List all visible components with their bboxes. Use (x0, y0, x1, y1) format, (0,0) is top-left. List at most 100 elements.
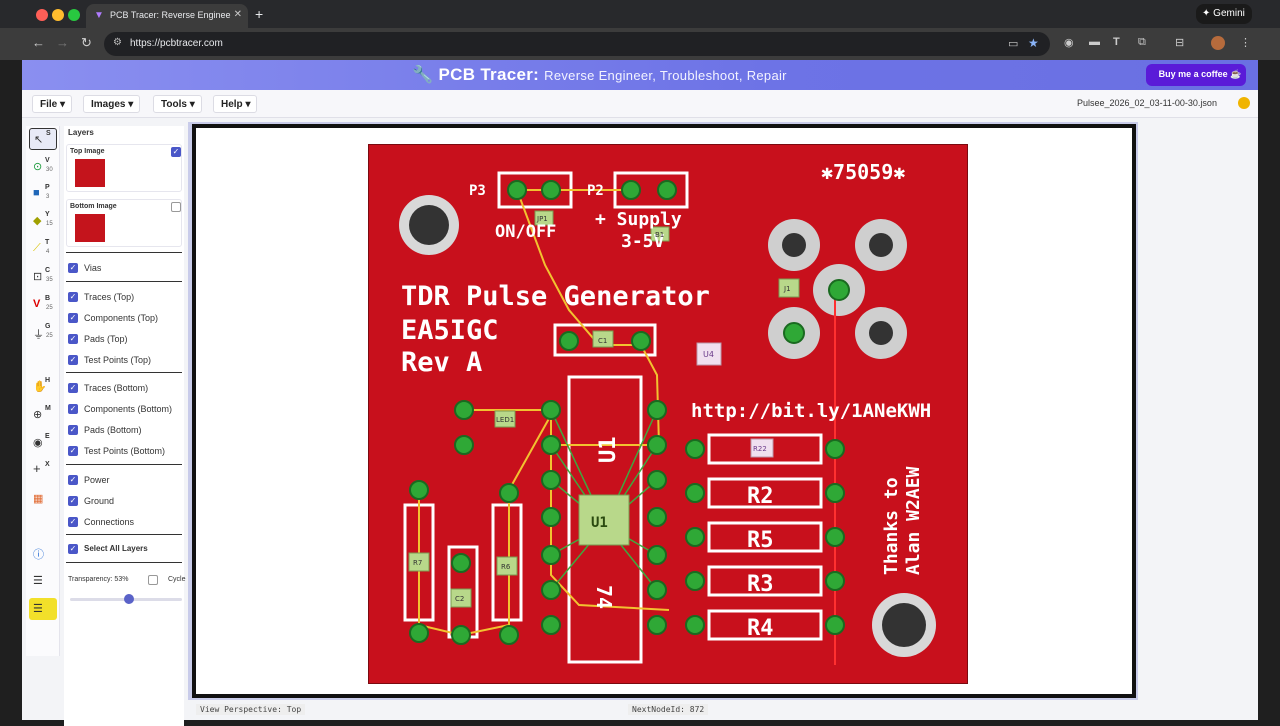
site-info-icon[interactable]: ⚙ (113, 37, 122, 48)
reload-icon[interactable]: ↻ (81, 35, 92, 50)
layer-checkbox[interactable]: ✓ (68, 404, 78, 414)
layer-checkbox[interactable]: ✓ (68, 496, 78, 506)
select-all-label: Select All Layers (84, 544, 148, 553)
layer-checkbox[interactable]: ✓ (68, 313, 78, 323)
pcb-canvas-area[interactable]: ✱75059✱ P3 P2 ON/OFF + Supply 3-5V TDR P… (188, 122, 1138, 700)
tool-key: M (45, 405, 51, 412)
bottom-image-card[interactable]: Bottom Image (66, 199, 182, 247)
profile-avatar[interactable] (1211, 36, 1225, 50)
close-tab-icon[interactable]: ✕ (233, 9, 242, 20)
pad (499, 625, 519, 645)
close-window-button[interactable] (36, 9, 48, 21)
layer-checkbox[interactable]: ✓ (68, 446, 78, 456)
list-icon: ☰ (33, 575, 43, 587)
select-tool[interactable]: ↖S (29, 128, 57, 150)
transparency-slider[interactable] (70, 594, 182, 604)
pan-tool[interactable]: ✋H (29, 376, 57, 398)
pad (657, 180, 677, 200)
app-header: 🔧 PCB Tracer: Reverse Engineer, Troubles… (22, 60, 1258, 90)
pad-icon: ■ (33, 187, 40, 199)
page-icon[interactable]: ▭ (1008, 38, 1019, 50)
pcb-u1-label: U1 (591, 515, 608, 531)
top-image-card[interactable]: Top Image ✓ (66, 144, 182, 192)
menu-file[interactable]: File ▾ (32, 95, 73, 113)
info-icon: ⓘ (33, 549, 44, 561)
forward-icon[interactable]: → (56, 35, 69, 50)
crosshair-tool[interactable]: +X (29, 460, 57, 482)
pad (685, 527, 705, 547)
bottom-image-checkbox[interactable] (171, 202, 181, 212)
pad (541, 615, 561, 635)
pcb-title-3: Rev A (401, 347, 482, 378)
minimize-window-button[interactable] (52, 9, 64, 21)
bookmark-star-icon[interactable]: ★ (1028, 36, 1039, 50)
layer-checkbox[interactable]: ✓ (68, 334, 78, 344)
menu-images[interactable]: Images ▾ (83, 95, 141, 113)
back-icon[interactable]: ← (32, 35, 45, 50)
slider-knob[interactable] (124, 594, 135, 604)
buy-coffee-button[interactable]: Buy me a coffee ☕ (1146, 64, 1246, 86)
divider (66, 252, 182, 253)
layer-label: Pads (Bottom) (84, 425, 142, 435)
magnify-tool[interactable]: ⊕M (29, 404, 57, 426)
pcb-canvas[interactable]: ✱75059✱ P3 P2 ON/OFF + Supply 3-5V TDR P… (192, 124, 1136, 698)
app-title-main: PCB Tracer: (438, 65, 540, 84)
new-tab-button[interactable]: + (255, 6, 264, 22)
pad (783, 322, 805, 344)
info-tool[interactable]: ⓘ (29, 542, 57, 564)
layer-checkbox[interactable]: ✓ (68, 263, 78, 273)
layer-checkbox[interactable]: ✓ (68, 355, 78, 365)
diamond-icon: ◆ (33, 215, 42, 227)
tool-key: E (45, 433, 50, 440)
layer-checkbox[interactable]: ✓ (68, 383, 78, 393)
layer-label: Traces (Top) (84, 292, 135, 302)
list-tool[interactable]: ☰ (29, 570, 57, 592)
tab-title: PCB Tracer: Reverse Enginee (110, 10, 231, 20)
crosshair-icon: + (33, 461, 41, 476)
cycle-checkbox[interactable] (148, 575, 158, 585)
label-j1: J1 (783, 285, 791, 293)
pad (631, 331, 651, 351)
pcb-p2: P2 (587, 183, 604, 199)
cycle-label: Cycle (168, 576, 186, 583)
notes-tool[interactable]: ☰ (29, 598, 57, 620)
pad (541, 507, 561, 527)
label-b1: B1 (655, 231, 664, 239)
pad (541, 580, 561, 600)
extension-icon-2[interactable]: ▬ (1089, 36, 1100, 48)
menu-dots-icon[interactable]: ⋮ (1240, 37, 1251, 49)
menu-help[interactable]: Help ▾ (213, 95, 258, 113)
maximize-window-button[interactable] (68, 9, 80, 21)
menu-tools[interactable]: Tools ▾ (153, 95, 202, 113)
layer-checkbox[interactable]: ✓ (68, 517, 78, 527)
eye-tool[interactable]: ◉E (29, 432, 57, 454)
resistor-outline (707, 609, 823, 641)
j1-marker (778, 278, 800, 298)
layer-checkbox[interactable]: ✓ (68, 475, 78, 485)
address-bar[interactable]: ⚙ https://pcbtracer.com ▭ ★ (104, 32, 1050, 56)
sidebar-icon[interactable]: ⊟ (1175, 37, 1185, 49)
top-image-checkbox[interactable]: ✓ (171, 147, 181, 157)
extension-icon[interactable]: ◉ (1064, 37, 1074, 49)
color-palette-tool[interactable]: ▦ (29, 488, 57, 510)
resistor-outline (707, 477, 823, 509)
layer-checkbox[interactable]: ✓ (68, 425, 78, 435)
pcb-image[interactable]: ✱75059✱ P3 P2 ON/OFF + Supply 3-5V TDR P… (368, 144, 968, 684)
select-all-checkbox[interactable]: ✓ (68, 544, 78, 554)
eye-icon: ◉ (33, 437, 43, 449)
layer-checkbox[interactable]: ✓ (68, 292, 78, 302)
connector-hole (869, 233, 893, 257)
gemini-button[interactable]: ✦ Gemini (1196, 4, 1252, 24)
extension-t-icon[interactable]: T (1113, 36, 1120, 48)
pcb-r3: R3 (747, 572, 774, 597)
pad (507, 180, 527, 200)
extensions-puzzle-icon[interactable]: ⧉ (1138, 36, 1146, 48)
browser-tab[interactable]: ▼ PCB Tracer: Reverse Enginee ✕ (86, 4, 248, 28)
